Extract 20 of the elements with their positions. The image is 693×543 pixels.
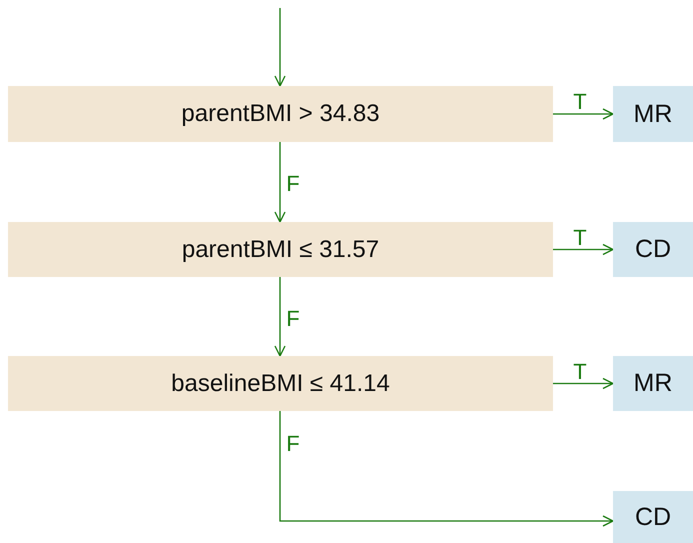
decision-box: baselineBMI ≤ 41.14 [8, 356, 553, 411]
edge-label: F [286, 433, 300, 455]
leaf-box: MR [613, 86, 693, 142]
arrow [553, 378, 614, 390]
arrow [279, 411, 614, 527]
edge-label: T [573, 91, 587, 113]
arrow [274, 277, 286, 357]
edge-label: F [286, 173, 300, 195]
decision-box: parentBMI > 34.83 [8, 86, 553, 142]
leaf-box: CD [613, 491, 693, 543]
edge-label: F [286, 308, 300, 330]
arrow [553, 244, 614, 256]
leaf-box: CD [613, 222, 693, 277]
edge-label: T [573, 360, 587, 382]
arrow [274, 142, 286, 223]
leaf-box: MR [613, 356, 693, 411]
arrow [553, 108, 614, 120]
decision-box: parentBMI ≤ 31.57 [8, 222, 553, 277]
arrow [274, 8, 286, 87]
edge-label: T [573, 226, 587, 248]
